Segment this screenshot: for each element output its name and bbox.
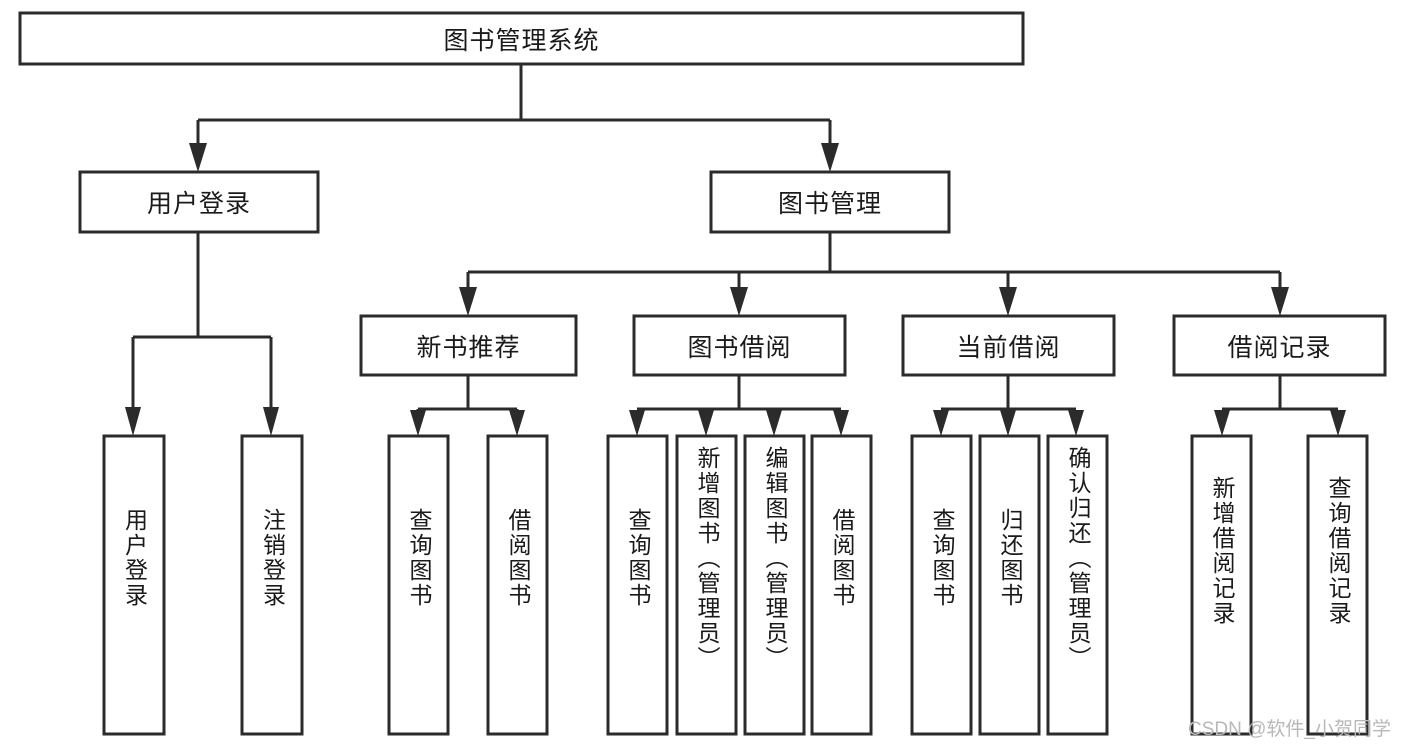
node-box-user-login[interactable] bbox=[78, 170, 320, 234]
node-box-l-confirm-return[interactable] bbox=[1046, 434, 1109, 736]
node-box-book-borrow[interactable] bbox=[632, 314, 847, 377]
arrow-head-l-borrow-book-2 bbox=[833, 410, 849, 436]
node-box-l-query-book-2[interactable] bbox=[606, 434, 669, 736]
node-box-l-user-login[interactable] bbox=[102, 434, 166, 736]
node-box-l-query-book-3[interactable] bbox=[910, 434, 973, 736]
arrow-head-l-edit-book bbox=[766, 410, 782, 436]
node-box-l-add-record[interactable] bbox=[1190, 434, 1253, 736]
arrow-head-l-return-book bbox=[1000, 410, 1016, 436]
node-box-current-borrow[interactable] bbox=[901, 314, 1116, 377]
node-box-new-book-rec[interactable] bbox=[359, 314, 578, 377]
arrow-head-l-user-login bbox=[125, 407, 141, 436]
arrow-head-book-borrow bbox=[730, 287, 748, 316]
arrow-head-borrow-record bbox=[1271, 287, 1289, 316]
arrow-head-l-logout bbox=[263, 407, 279, 436]
node-box-l-query-book-1[interactable] bbox=[387, 434, 450, 736]
node-box-l-logout[interactable] bbox=[240, 434, 304, 736]
node-box-book-mgmt[interactable] bbox=[709, 170, 951, 234]
connector-group bbox=[125, 64, 1346, 436]
arrow-head-l-borrow-book-1 bbox=[509, 410, 525, 436]
arrow-head-l-query-book-1 bbox=[410, 410, 426, 436]
node-box-borrow-record[interactable] bbox=[1172, 314, 1387, 377]
arrow-head-l-query-book-2 bbox=[629, 410, 645, 436]
arrow-head-l-query-record bbox=[1330, 410, 1346, 436]
node-box-root[interactable] bbox=[18, 11, 1025, 66]
arrow-head-new-book-rec bbox=[459, 287, 477, 316]
arrow-head-l-confirm-return bbox=[1068, 410, 1084, 436]
arrow-head-l-query-book-3 bbox=[933, 410, 949, 436]
node-box-l-return-book[interactable] bbox=[978, 434, 1041, 736]
node-box-l-add-book[interactable] bbox=[675, 434, 738, 736]
node-box-l-borrow-book-1[interactable] bbox=[486, 434, 549, 736]
node-box-group bbox=[18, 11, 1387, 736]
node-box-l-edit-book[interactable] bbox=[743, 434, 806, 736]
arrow-head-user-login bbox=[189, 143, 207, 172]
arrow-head-book-mgmt bbox=[821, 143, 839, 172]
arrow-head-current-borrow bbox=[999, 287, 1017, 316]
arrow-head-l-add-record bbox=[1214, 410, 1230, 436]
node-box-l-borrow-book-2[interactable] bbox=[810, 434, 873, 736]
node-box-l-query-record[interactable] bbox=[1306, 434, 1369, 736]
arrow-head-l-add-book bbox=[698, 410, 714, 436]
